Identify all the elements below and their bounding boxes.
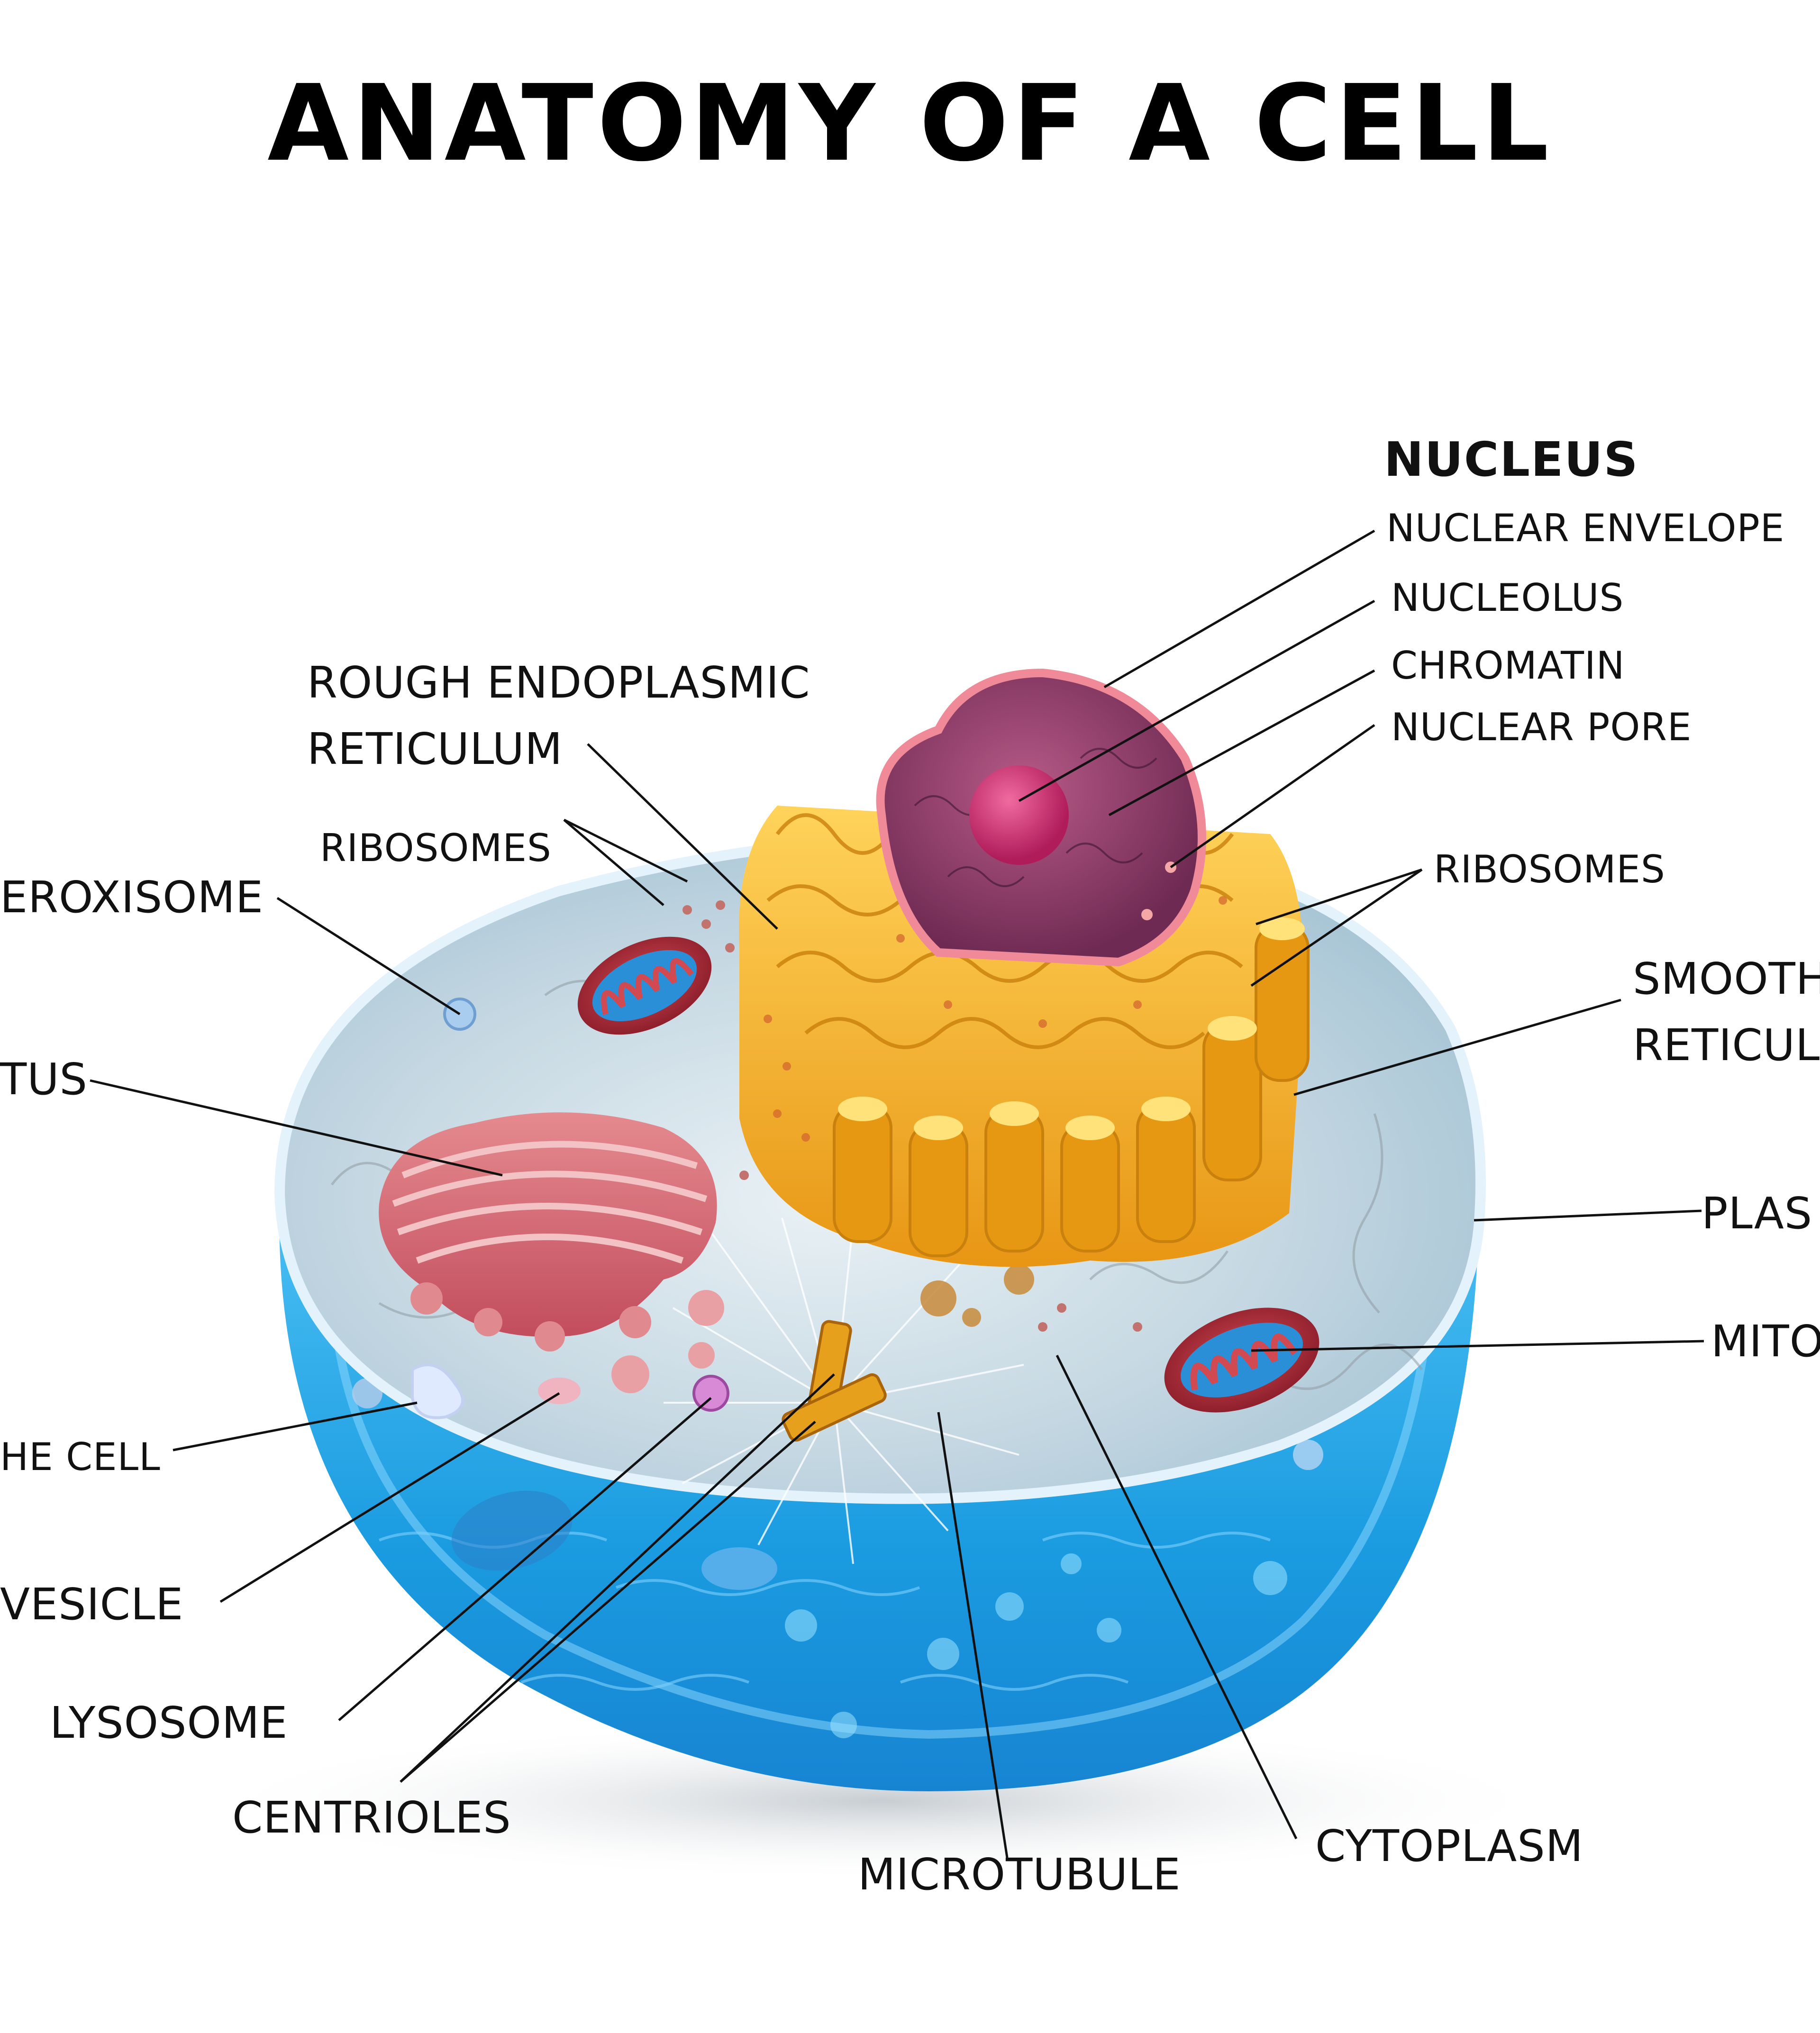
mitochondrion-right — [1164, 1307, 1320, 1413]
diagram-title: ANATOMY OF A CELL — [267, 63, 1553, 185]
label-nucleolus: NUCLEOLUS — [1391, 576, 1624, 620]
label-nucleus: NUCLEUS — [1384, 432, 1639, 487]
lysosome-dot — [692, 1375, 729, 1412]
label-smooth-er-line2: RETICUL — [1633, 1020, 1820, 1071]
label-ribosomes-left: RIBOSOMES — [320, 826, 552, 870]
golgi-apparatus — [379, 1112, 724, 1393]
label-vesicle: VESICLE — [0, 1579, 184, 1630]
centrioles-shape — [782, 1320, 887, 1442]
label-peroxisome: EROXISOME — [0, 872, 264, 923]
label-cytoplasm: CYTOPLASM — [1315, 1821, 1583, 1871]
endoplasmic-reticulum — [739, 806, 1310, 1267]
label-centrioles: CENTRIOLES — [232, 1792, 511, 1843]
label-nuclear-envelope: NUCLEAR ENVELOPE — [1386, 506, 1785, 550]
label-golgi: TUS — [0, 1054, 88, 1105]
label-nuclear-pore: NUCLEAR PORE — [1391, 705, 1692, 749]
ground-shadow — [194, 1720, 1569, 1881]
label-rough-er-line2: RETICULUM — [307, 724, 563, 774]
nucleolus-shape — [969, 765, 1069, 865]
leader-lines — [90, 529, 1704, 1858]
label-smooth-er-line1: SMOOTH — [1633, 953, 1820, 1004]
label-rough-er-line1: ROUGH ENDOPLASMIC — [307, 657, 810, 708]
label-microtubule: MICROTUBULE — [858, 1849, 1181, 1900]
label-plasma-membrane: PLAS — [1702, 1188, 1813, 1239]
nucleus-shape — [876, 668, 1206, 967]
vesicle-shape — [538, 1378, 581, 1404]
label-lysosome: LYSOSOME — [50, 1697, 288, 1748]
mitochondrion-upper — [577, 936, 712, 1035]
label-ribosomes-right: RIBOSOMES — [1434, 847, 1665, 891]
label-chromatin: CHROMATIN — [1391, 644, 1625, 688]
label-mitochondria: MITO — [1711, 1316, 1820, 1367]
label-cell-edge: HE CELL — [0, 1435, 161, 1479]
